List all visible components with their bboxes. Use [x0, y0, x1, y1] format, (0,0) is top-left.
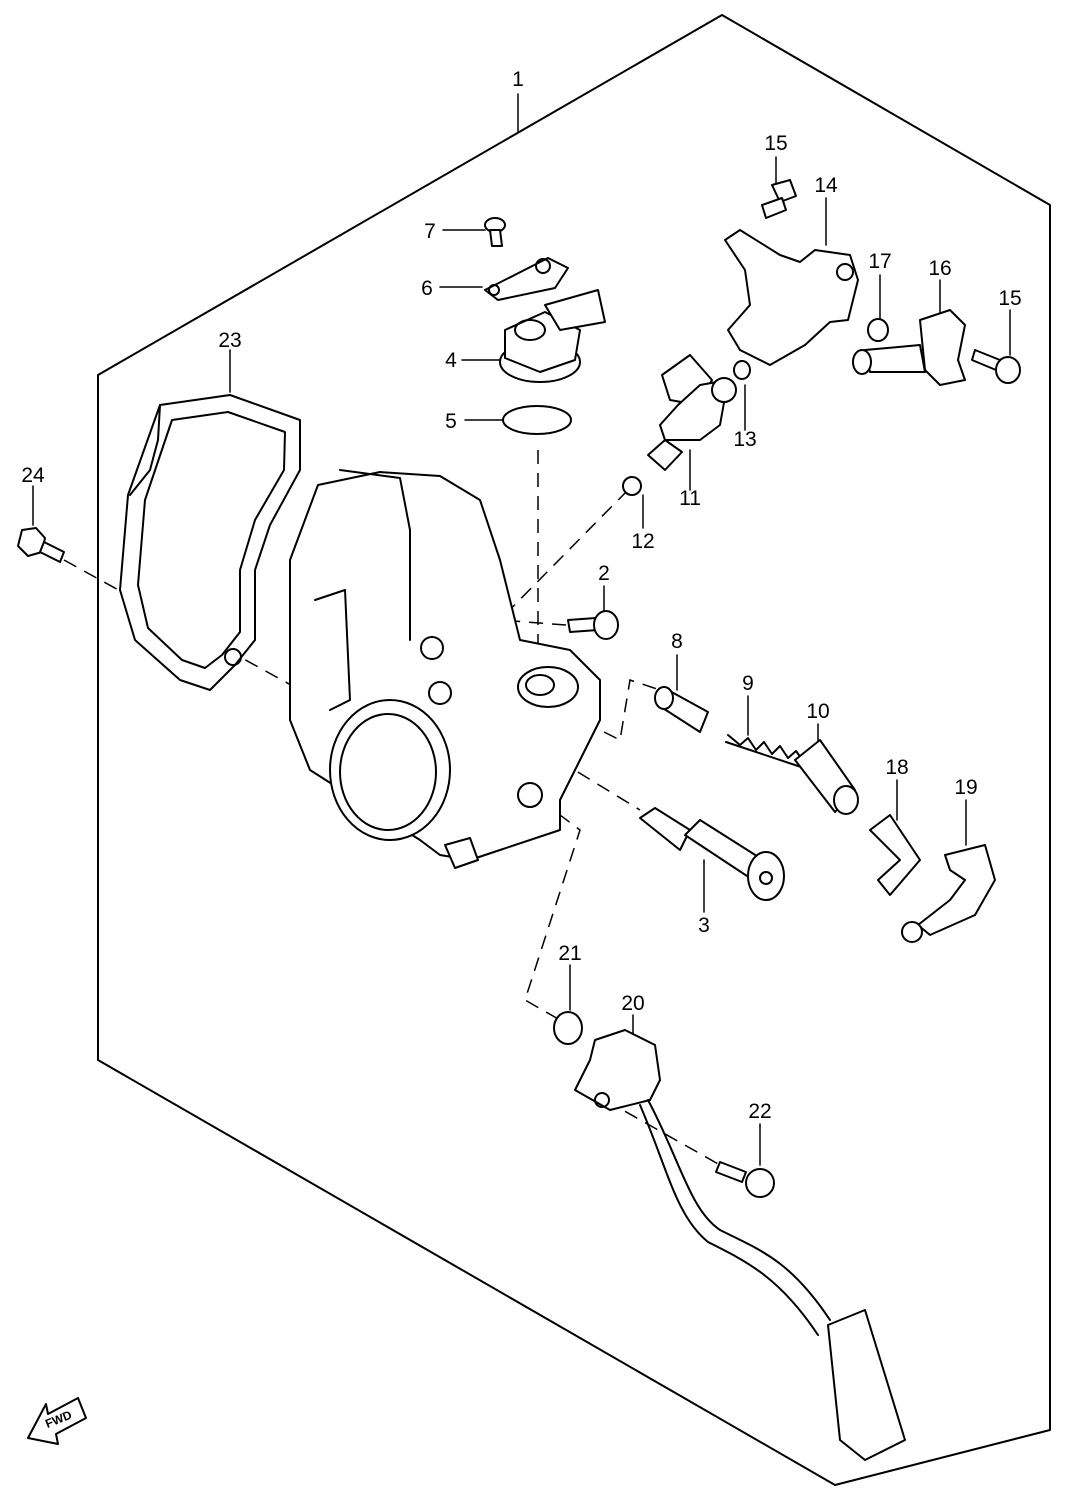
callout-8: 8	[671, 630, 683, 653]
o-ring-part-17	[867, 318, 889, 342]
bolt-part-2	[567, 610, 619, 640]
callout-3: 3	[698, 914, 710, 937]
callout-11: 11	[679, 487, 701, 510]
callout-6: 6	[421, 277, 433, 300]
callout-24: 24	[21, 464, 45, 487]
callout-9: 9	[742, 672, 754, 695]
callout-5: 5	[445, 410, 457, 433]
adjust-screw-part-3	[639, 807, 785, 901]
callout-21: 21	[558, 942, 581, 965]
callout-16: 16	[928, 257, 951, 280]
callout-1: 1	[512, 68, 524, 91]
cover-gasket-part	[119, 394, 301, 691]
callout-13: 13	[733, 428, 756, 451]
callout-18: 18	[885, 756, 908, 779]
callout-19: 19	[954, 776, 977, 799]
hose-part-18	[869, 814, 921, 896]
o-ring-part-12	[622, 476, 642, 496]
callout-15-right: 15	[998, 287, 1021, 310]
callout-7: 7	[424, 220, 436, 243]
callout-23: 23	[218, 329, 241, 352]
callout-22: 22	[748, 1100, 771, 1123]
sensor-part-4	[499, 289, 606, 383]
holder-part-14	[724, 229, 859, 366]
screw-part-7	[484, 217, 506, 247]
o-ring-part-5	[502, 405, 572, 435]
callout-4: 4	[445, 349, 457, 372]
o-ring-part-21	[553, 1011, 583, 1045]
callout-2: 2	[598, 562, 610, 585]
throttle-body-part	[289, 469, 601, 869]
spring-part-9	[725, 734, 805, 769]
joint-part-16	[852, 309, 966, 386]
bolt-part-15-top	[761, 179, 797, 219]
callout-10: 10	[806, 700, 829, 723]
assembly-boundary	[97, 14, 1051, 1486]
plate-part-6	[484, 257, 569, 301]
callout-17: 17	[868, 250, 891, 273]
callout-15-top: 15	[764, 132, 787, 155]
sensor-part-20	[574, 1029, 906, 1461]
callout-labels: 1 2 3 4 5 6 7 8 9 10 11 12 13 14 15 15 1…	[21, 68, 1021, 1123]
injector-part-11	[647, 354, 737, 471]
plunger-part-8	[654, 686, 709, 733]
forward-direction-arrow: FWD	[27, 1397, 87, 1445]
bolt-part-24	[17, 527, 65, 563]
cap-part-10	[794, 739, 859, 815]
elbow-part-19	[901, 844, 996, 943]
bolt-part-15-right	[971, 349, 1021, 384]
o-ring-part-13	[733, 360, 751, 380]
bolt-part-22	[715, 1161, 775, 1198]
callout-20: 20	[621, 992, 644, 1015]
callout-12: 12	[631, 530, 654, 553]
callout-14: 14	[814, 174, 838, 197]
